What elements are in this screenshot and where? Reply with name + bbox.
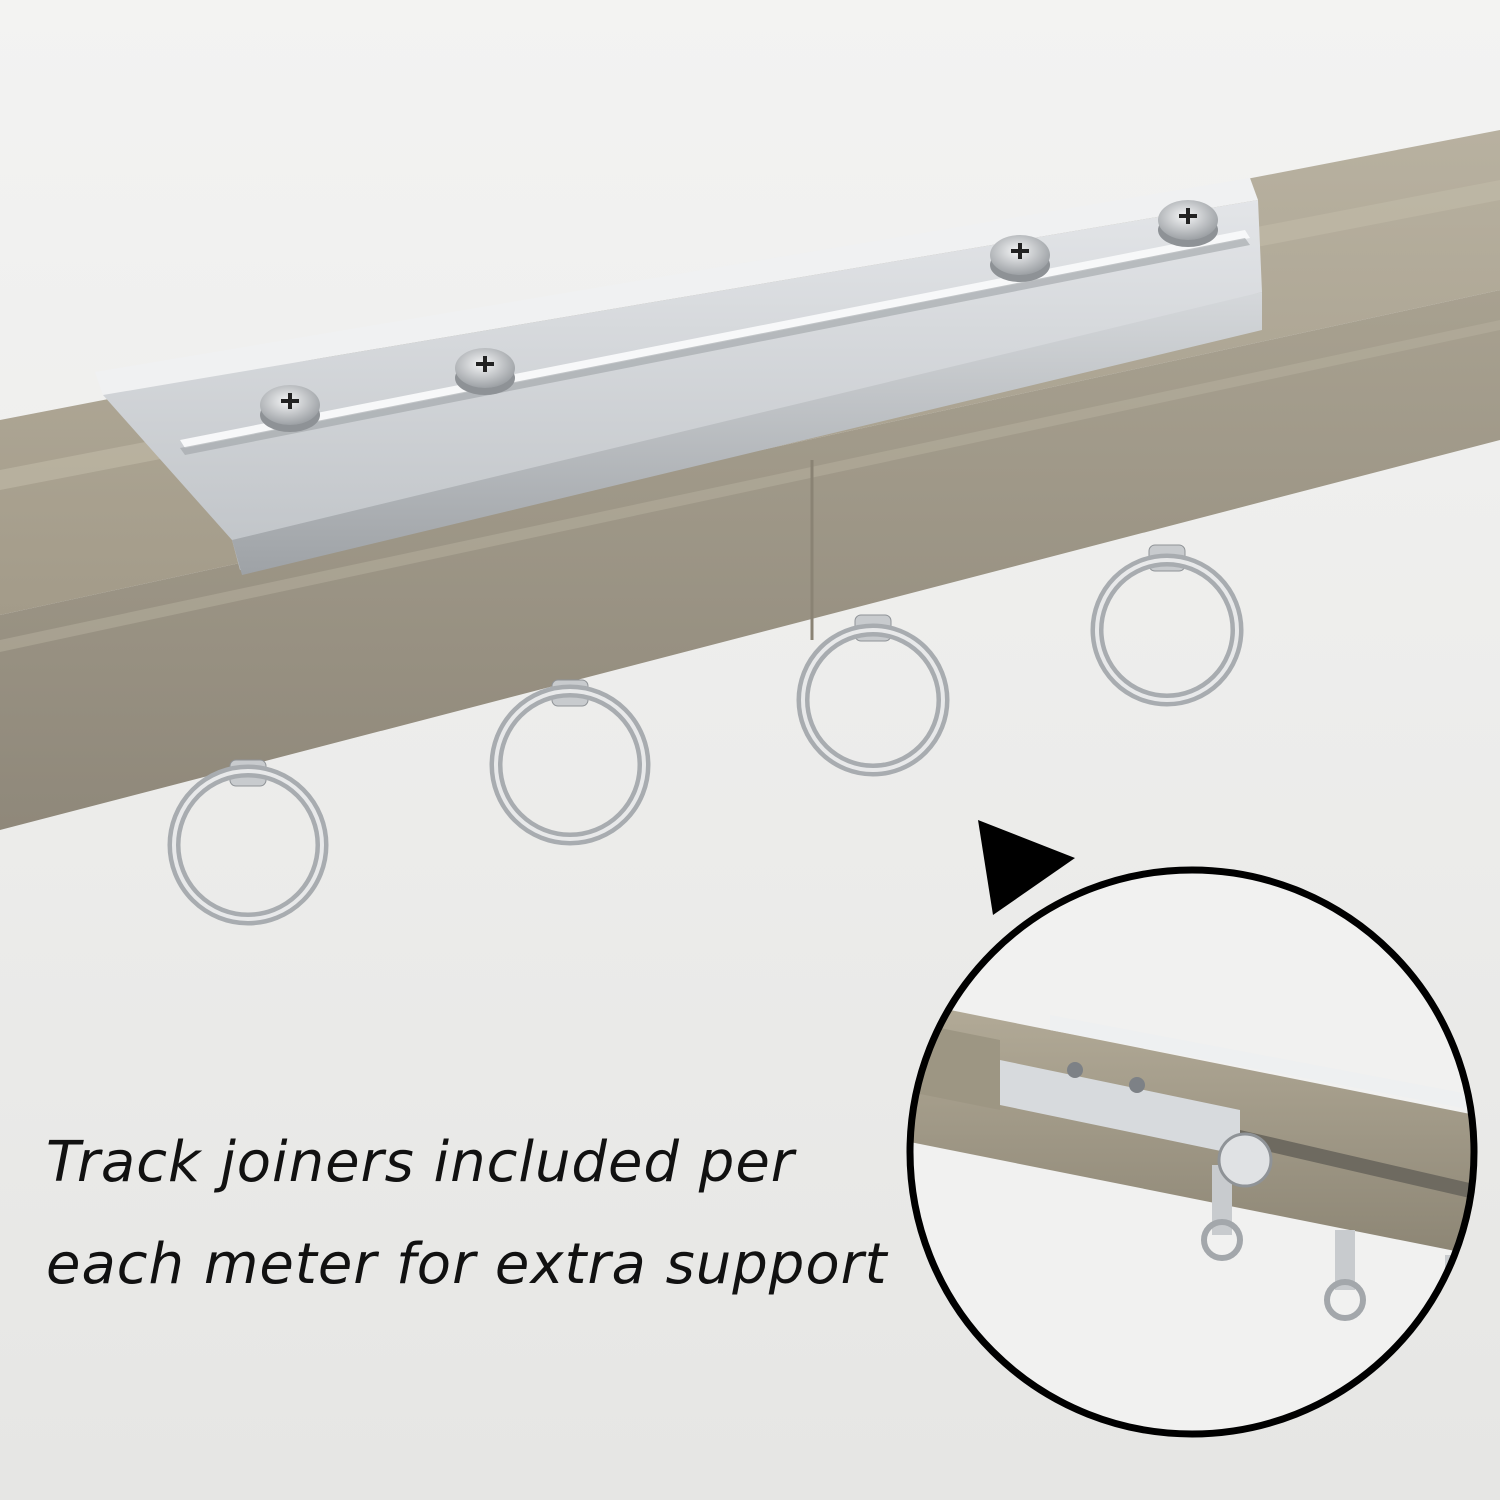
detail-callout — [906, 866, 1478, 1438]
ring-hook-icon — [489, 679, 651, 846]
caption-line-2: each meter for extra support — [46, 1232, 888, 1297]
phillips-screw-icon — [260, 200, 1218, 432]
triangle-pointer-icon — [978, 820, 1075, 915]
track-joiner-plate — [95, 178, 1262, 575]
ring-hook-icon — [796, 614, 950, 777]
caption-line-1: Track joiners included per — [46, 1130, 795, 1195]
ring-hook-icon — [1090, 544, 1244, 707]
ring-hook-icon — [167, 759, 329, 926]
caption-text: Track joiners included per each meter fo… — [46, 1112, 946, 1316]
curtain-rings — [167, 544, 1244, 926]
